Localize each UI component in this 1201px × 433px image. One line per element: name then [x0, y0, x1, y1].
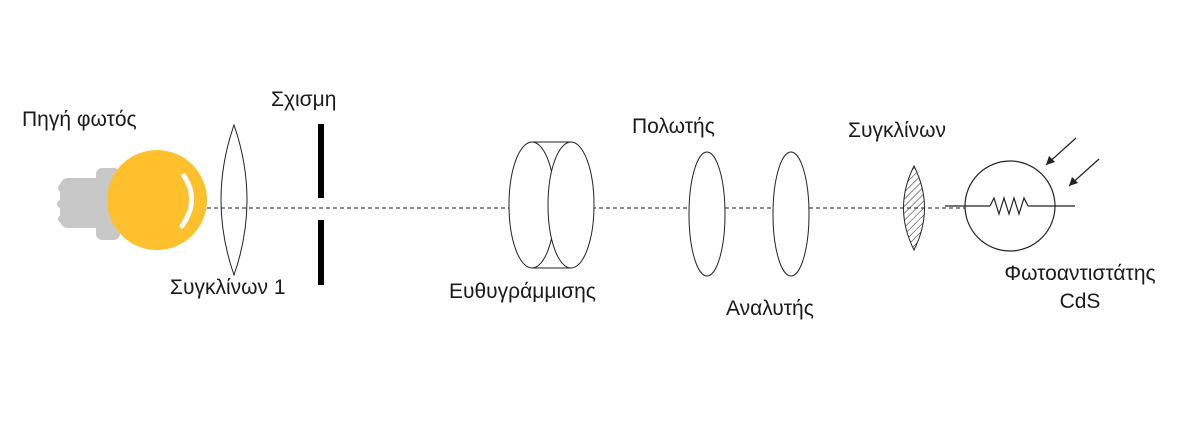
- light-bulb-icon: [57, 150, 207, 250]
- polarizer-disc: [688, 151, 726, 277]
- photoresistor-label-line1: Φωτοαντιστάτης: [1004, 262, 1156, 285]
- analyzer-disc: [772, 151, 810, 277]
- polarizer-label: Πολωτής: [632, 115, 715, 138]
- photoresistor-label-line2: CdS: [1059, 290, 1101, 313]
- condenser-2-label: Συγκλίνων: [848, 119, 947, 142]
- slit-label: Σχισμη: [271, 88, 337, 111]
- light-source-label: Πηγή φωτός: [22, 108, 137, 131]
- collimator-lens: [508, 141, 595, 269]
- light-arrows: [1045, 137, 1100, 187]
- photoresistor-icon: [945, 160, 1075, 252]
- condenser-lens-2: [903, 164, 925, 252]
- collimator-label: Ευθυγράμμισης: [449, 280, 596, 303]
- condenser-1-label: Συγκλίνων 1: [170, 276, 286, 299]
- condenser-lens-1: [220, 123, 248, 277]
- analyzer-label: Αναλυτής: [726, 297, 814, 320]
